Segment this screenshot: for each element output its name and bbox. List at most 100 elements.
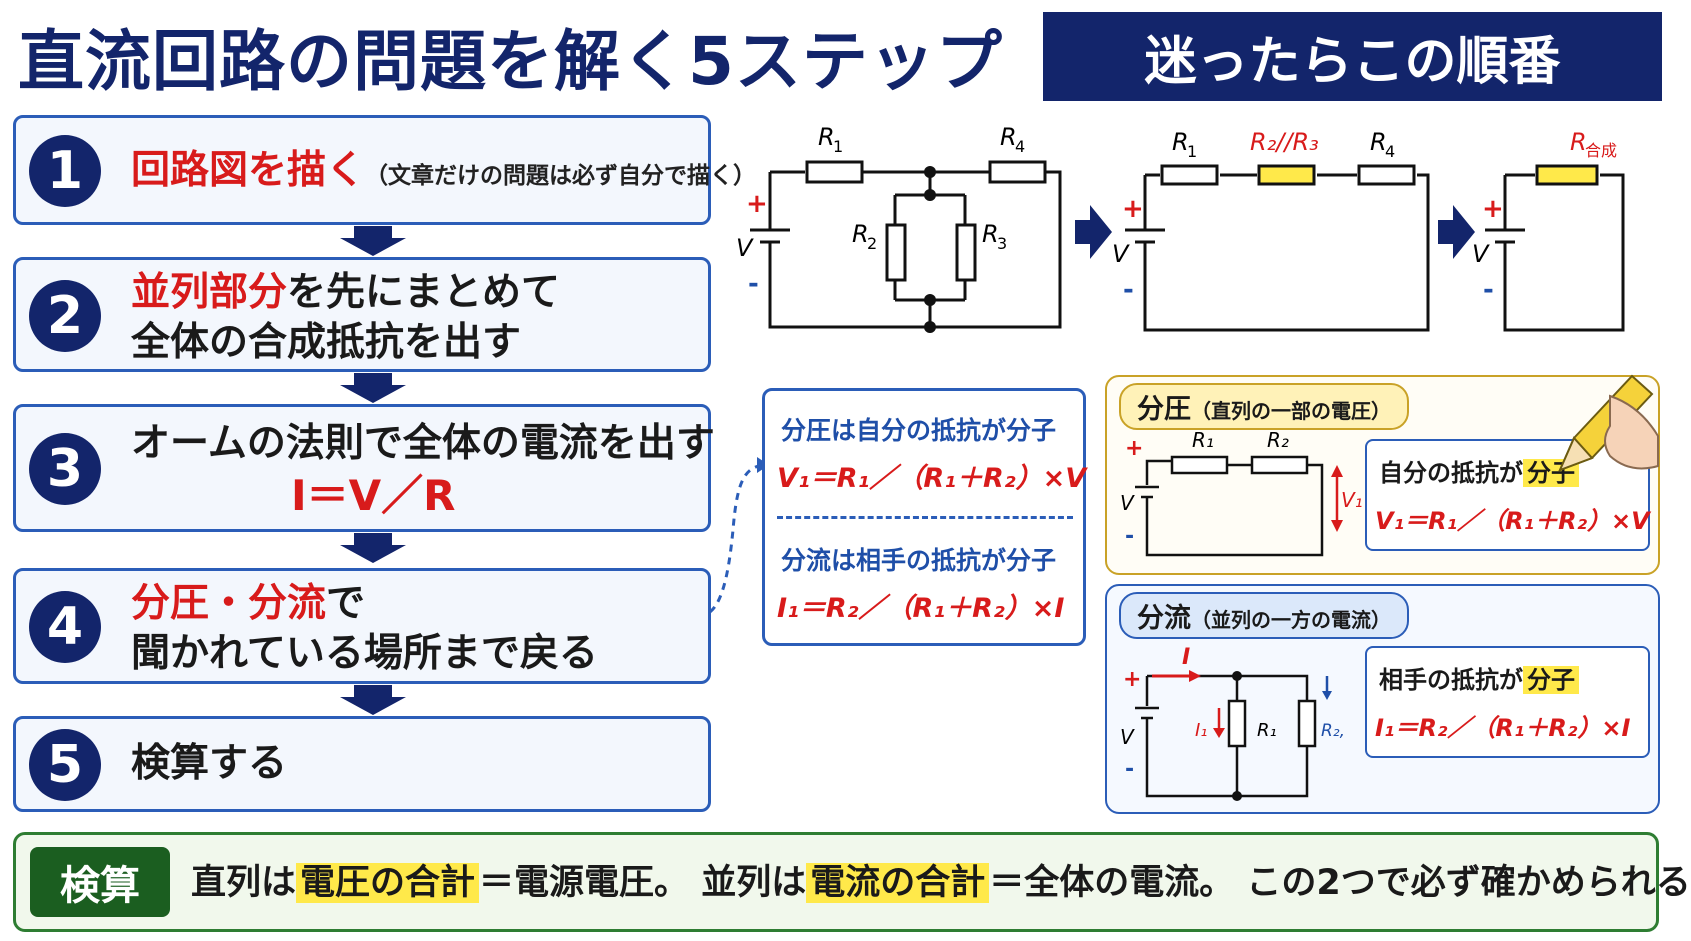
svg-text:V: V	[1472, 240, 1490, 268]
step-1-note: （文章だけの問題は必ず自分で描く）	[365, 163, 757, 189]
svg-text:R₁: R₁	[1257, 720, 1277, 741]
current-rule-formula: I₁＝R₂／（R₁＋R₂）×I	[1375, 714, 1631, 742]
step-2-text: 並列部分を先にまとめて 全体の合成抵抗を出す	[131, 268, 560, 368]
svg-text:1: 1	[1187, 142, 1197, 161]
svg-text:+: +	[746, 189, 768, 219]
title-badge: 迷ったらこの順番	[1043, 12, 1662, 101]
svg-text:R₂,: R₂,	[1321, 721, 1345, 741]
svg-text:R₂: R₂	[1267, 428, 1289, 452]
voltage-tag-note: （直列の一部の電圧）	[1191, 399, 1391, 423]
voltage-divider-circuit: R₁ R₂ + V - V₁	[1120, 428, 1363, 557]
step-2-line1: を先にまとめて	[287, 270, 561, 315]
step-5-text: 検算する	[131, 741, 288, 786]
step-5: 5 検算する	[13, 716, 711, 812]
svg-text:V: V	[1120, 491, 1135, 515]
svg-text:2: 2	[867, 234, 877, 253]
current-rule-label: 相手の抵抗が分子	[1379, 660, 1579, 695]
circuit-diagrams: R1 R4 R2 R3 + V - R1 R₂//R₃ R4 + V - R合成…	[736, 123, 1625, 333]
step-1: 1 回路図を描く（文章だけの問題は必ず自分で描く）	[13, 115, 756, 225]
arrow-down-icon	[340, 685, 406, 715]
step-4-line1: で	[326, 581, 366, 626]
step-4-text: 分圧・分流で 聞かれている場所まで戻る	[131, 579, 598, 679]
voltage-tag-main: 分圧	[1137, 394, 1191, 425]
svg-text:+: +	[1122, 194, 1144, 224]
svg-text:I: I	[1182, 645, 1190, 670]
step-1-text: 回路図を描く（文章だけの問題は必ず自分で描く）	[131, 146, 756, 201]
svg-text:V₁: V₁	[1341, 488, 1363, 512]
arrow-right-icon	[1075, 205, 1112, 259]
svg-text:3: 3	[997, 234, 1007, 253]
svg-text:R₂//R₃: R₂//R₃	[1250, 128, 1319, 156]
check-text-1: 直列は	[191, 863, 297, 903]
svg-text:R: R	[982, 220, 999, 248]
arrow-right-icon	[1438, 205, 1475, 259]
pencil-icon	[1558, 374, 1659, 472]
divider-voltage-title: 分圧は自分の抵抗が分子	[781, 416, 1057, 445]
svg-text:+: +	[1123, 667, 1141, 692]
check-badge: 検算	[30, 847, 170, 917]
svg-text:-: -	[1125, 524, 1134, 549]
current-rule-box: 相手の抵抗が分子 I₁＝R₂／（R₁＋R₂）×I	[1365, 646, 1650, 758]
current-tag-main: 分流	[1137, 603, 1191, 634]
svg-text:R: R	[1172, 128, 1189, 156]
ohm-formula: I＝V／R	[291, 471, 456, 520]
check-highlight-1: 電圧の合計	[296, 863, 480, 903]
step-2-line2: 全体の合成抵抗を出す	[131, 320, 522, 365]
step-3-text: オームの法則で全体の電流を出す	[131, 421, 715, 466]
arrow-down-icon	[340, 373, 406, 403]
svg-text:R: R	[1570, 128, 1587, 156]
divider-current-title: 分流は相手の抵抗が分子	[781, 546, 1057, 575]
voltage-rule-highlight: 分子	[1523, 459, 1579, 487]
voltage-rule-box: 自分の抵抗が分子 V₁＝R₁／（R₁＋R₂）×V	[1365, 439, 1650, 551]
svg-text:V: V	[1120, 725, 1135, 749]
step-4-highlight: 分圧・分流	[131, 581, 327, 626]
svg-text:+: +	[1482, 194, 1504, 224]
current-divider-panel: 分流（並列の一方の電流） I I₁ R₁ R₂, + V - 相手の抵抗が分子 …	[1105, 584, 1660, 814]
formula-box: 分圧は自分の抵抗が分子 V₁＝R₁／（R₁＋R₂）×V 分流は相手の抵抗が分子 …	[762, 388, 1086, 646]
check-text: 直列は電圧の合計＝電源電圧。 並列は電流の合計＝全体の電流。 この2つで必ず確か…	[191, 853, 1691, 913]
step-3: 3 オームの法則で全体の電流を出す I＝V／R	[13, 404, 715, 532]
svg-text:R₁: R₁	[1192, 428, 1214, 452]
svg-text:I₁: I₁	[1195, 720, 1208, 741]
step-2-highlight: 並列部分	[131, 270, 288, 315]
voltage-rule-formula: V₁＝R₁／（R₁＋R₂）×V	[1375, 507, 1650, 535]
svg-text:R: R	[852, 220, 869, 248]
step-number: 3	[29, 433, 101, 505]
page-title: 直流回路の問題を解く5ステップ	[18, 23, 1003, 100]
divider-current-formula: I₁＝R₂／（R₁＋R₂）×I	[777, 593, 1065, 624]
current-rule-pre: 相手の抵抗が	[1379, 666, 1523, 694]
voltage-rule-pre: 自分の抵抗が	[1379, 459, 1523, 487]
check-highlight-2: 電流の合計	[806, 863, 990, 903]
svg-text:-: -	[748, 269, 759, 299]
check-text-2: ＝電源電圧。 並列は	[479, 863, 807, 903]
step-2: 2 並列部分を先にまとめて 全体の合成抵抗を出す	[13, 257, 711, 372]
svg-text:1: 1	[833, 137, 843, 156]
svg-text:+: +	[1125, 436, 1143, 461]
svg-text:V: V	[1112, 240, 1130, 268]
arrow-down-icon	[340, 226, 406, 256]
current-divider-tag: 分流（並列の一方の電流）	[1119, 592, 1409, 639]
step-1-highlight: 回路図を描く	[131, 148, 366, 193]
svg-text:R: R	[1000, 123, 1017, 151]
dashed-divider	[777, 516, 1073, 519]
step-number: 4	[29, 591, 101, 663]
step-number: 5	[29, 729, 101, 801]
voltage-rule-label: 自分の抵抗が分子	[1379, 453, 1579, 488]
current-rule-highlight: 分子	[1523, 666, 1579, 694]
check-footer: 検算 直列は電圧の合計＝電源電圧。 並列は電流の合計＝全体の電流。 この2つで必…	[13, 832, 1691, 932]
svg-text:-: -	[1125, 757, 1134, 782]
current-divider-circuit: I I₁ R₁ R₂, + V -	[1120, 645, 1345, 801]
dashed-connector	[708, 457, 769, 614]
svg-text:4: 4	[1015, 137, 1025, 156]
current-tag-note: （並列の一方の電流）	[1191, 608, 1391, 632]
svg-text:4: 4	[1385, 142, 1395, 161]
svg-text:-: -	[1123, 275, 1134, 305]
step-number: 1	[29, 135, 101, 207]
check-text-3: ＝全体の電流。 この2つで必ず確かめられる	[989, 863, 1691, 903]
svg-text:R: R	[1370, 128, 1387, 156]
arrow-down-icon	[340, 533, 406, 563]
svg-text:-: -	[1483, 275, 1494, 305]
voltage-divider-panel: 分圧（直列の一部の電圧） R₁ R₂ + V - V₁ 自分の抵抗が分子 V₁＝…	[1105, 375, 1660, 575]
svg-text:合成: 合成	[1585, 141, 1617, 160]
voltage-divider-tag: 分圧（直列の一部の電圧）	[1119, 383, 1409, 430]
